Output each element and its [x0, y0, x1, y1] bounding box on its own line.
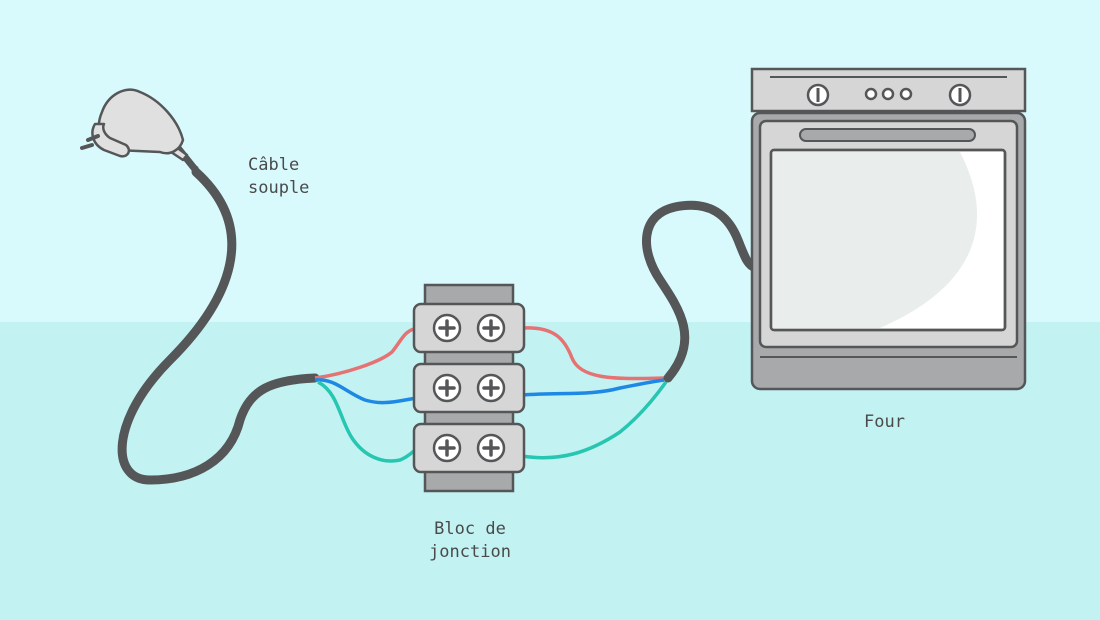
- junction-block-label: Bloc de jonction: [429, 519, 511, 562]
- flexible-cable: [117, 167, 320, 485]
- wire-neutral-right: [521, 378, 665, 397]
- wire-earth-left: [317, 380, 419, 463]
- oven-handle: [799, 128, 976, 142]
- wire-phase-left: [314, 326, 419, 380]
- oven-cable: [642, 200, 761, 383]
- oven: [750, 67, 1027, 391]
- cable-label: Câble souple: [248, 155, 310, 198]
- plug-icon: [80, 88, 206, 182]
- oven-label: Four: [864, 412, 905, 432]
- wire-neutral-left: [314, 378, 419, 405]
- wire-earth-right: [521, 380, 668, 460]
- wire-phase-right: [521, 326, 665, 381]
- junction-block: [412, 283, 526, 493]
